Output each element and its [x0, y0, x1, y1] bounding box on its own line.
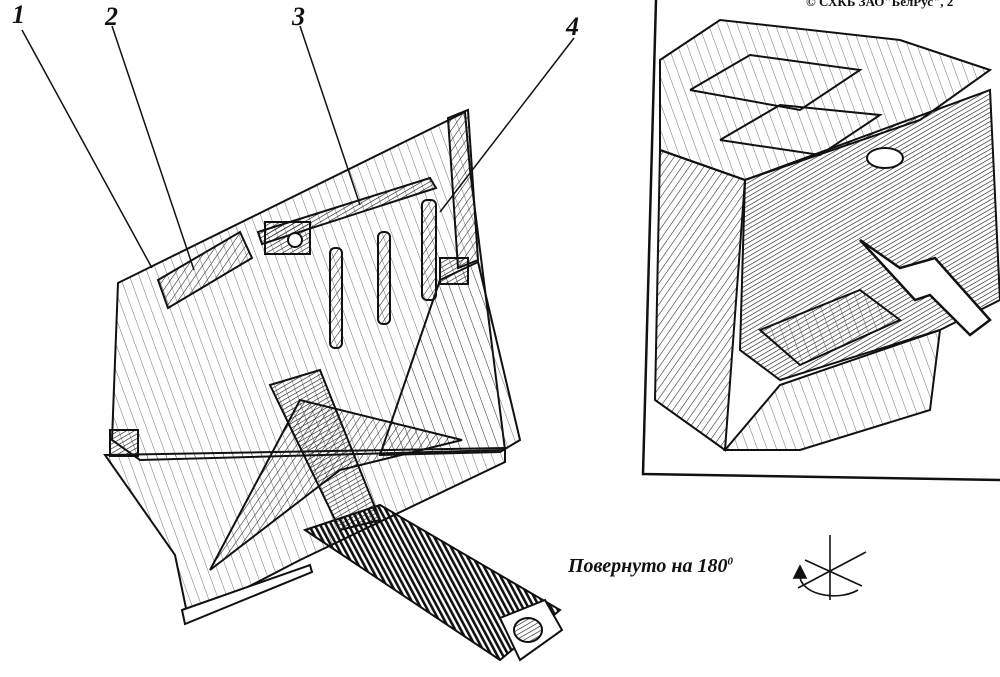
bottom-sill — [180, 563, 314, 626]
right-edge-strip — [446, 108, 480, 270]
callout-3: 3 — [292, 2, 305, 31]
rotation-note-degree: 0 — [727, 555, 734, 568]
rotation-note: Повернуто на 1800 — [568, 555, 733, 578]
rotation-symbol — [792, 535, 867, 600]
door-assembly — [103, 108, 564, 662]
leader-lines — [21, 25, 575, 271]
brace-plate — [209, 398, 463, 571]
left-hinge — [109, 429, 139, 457]
square-tube — [302, 503, 562, 662]
lower-door-panel — [103, 446, 506, 620]
copyright-notice: © СХКБ ЗАО"БелРус", 2 — [806, 0, 954, 9]
bin-base — [722, 328, 942, 451]
bin-front — [653, 148, 747, 452]
label-plate — [156, 230, 254, 310]
inset-view — [641, 0, 1000, 482]
callout-2: 2 — [105, 2, 118, 31]
right-hinge — [439, 257, 469, 285]
callout-1: 1 — [12, 0, 25, 29]
callout-4: 4 — [566, 12, 579, 41]
direction-arrow — [859, 238, 992, 337]
rotation-note-text: Повернуто на 180 — [568, 555, 728, 577]
rod-2 — [377, 231, 391, 325]
rod-1 — [329, 247, 343, 349]
inset-frame — [641, 0, 1000, 482]
rod-3 — [421, 199, 437, 301]
